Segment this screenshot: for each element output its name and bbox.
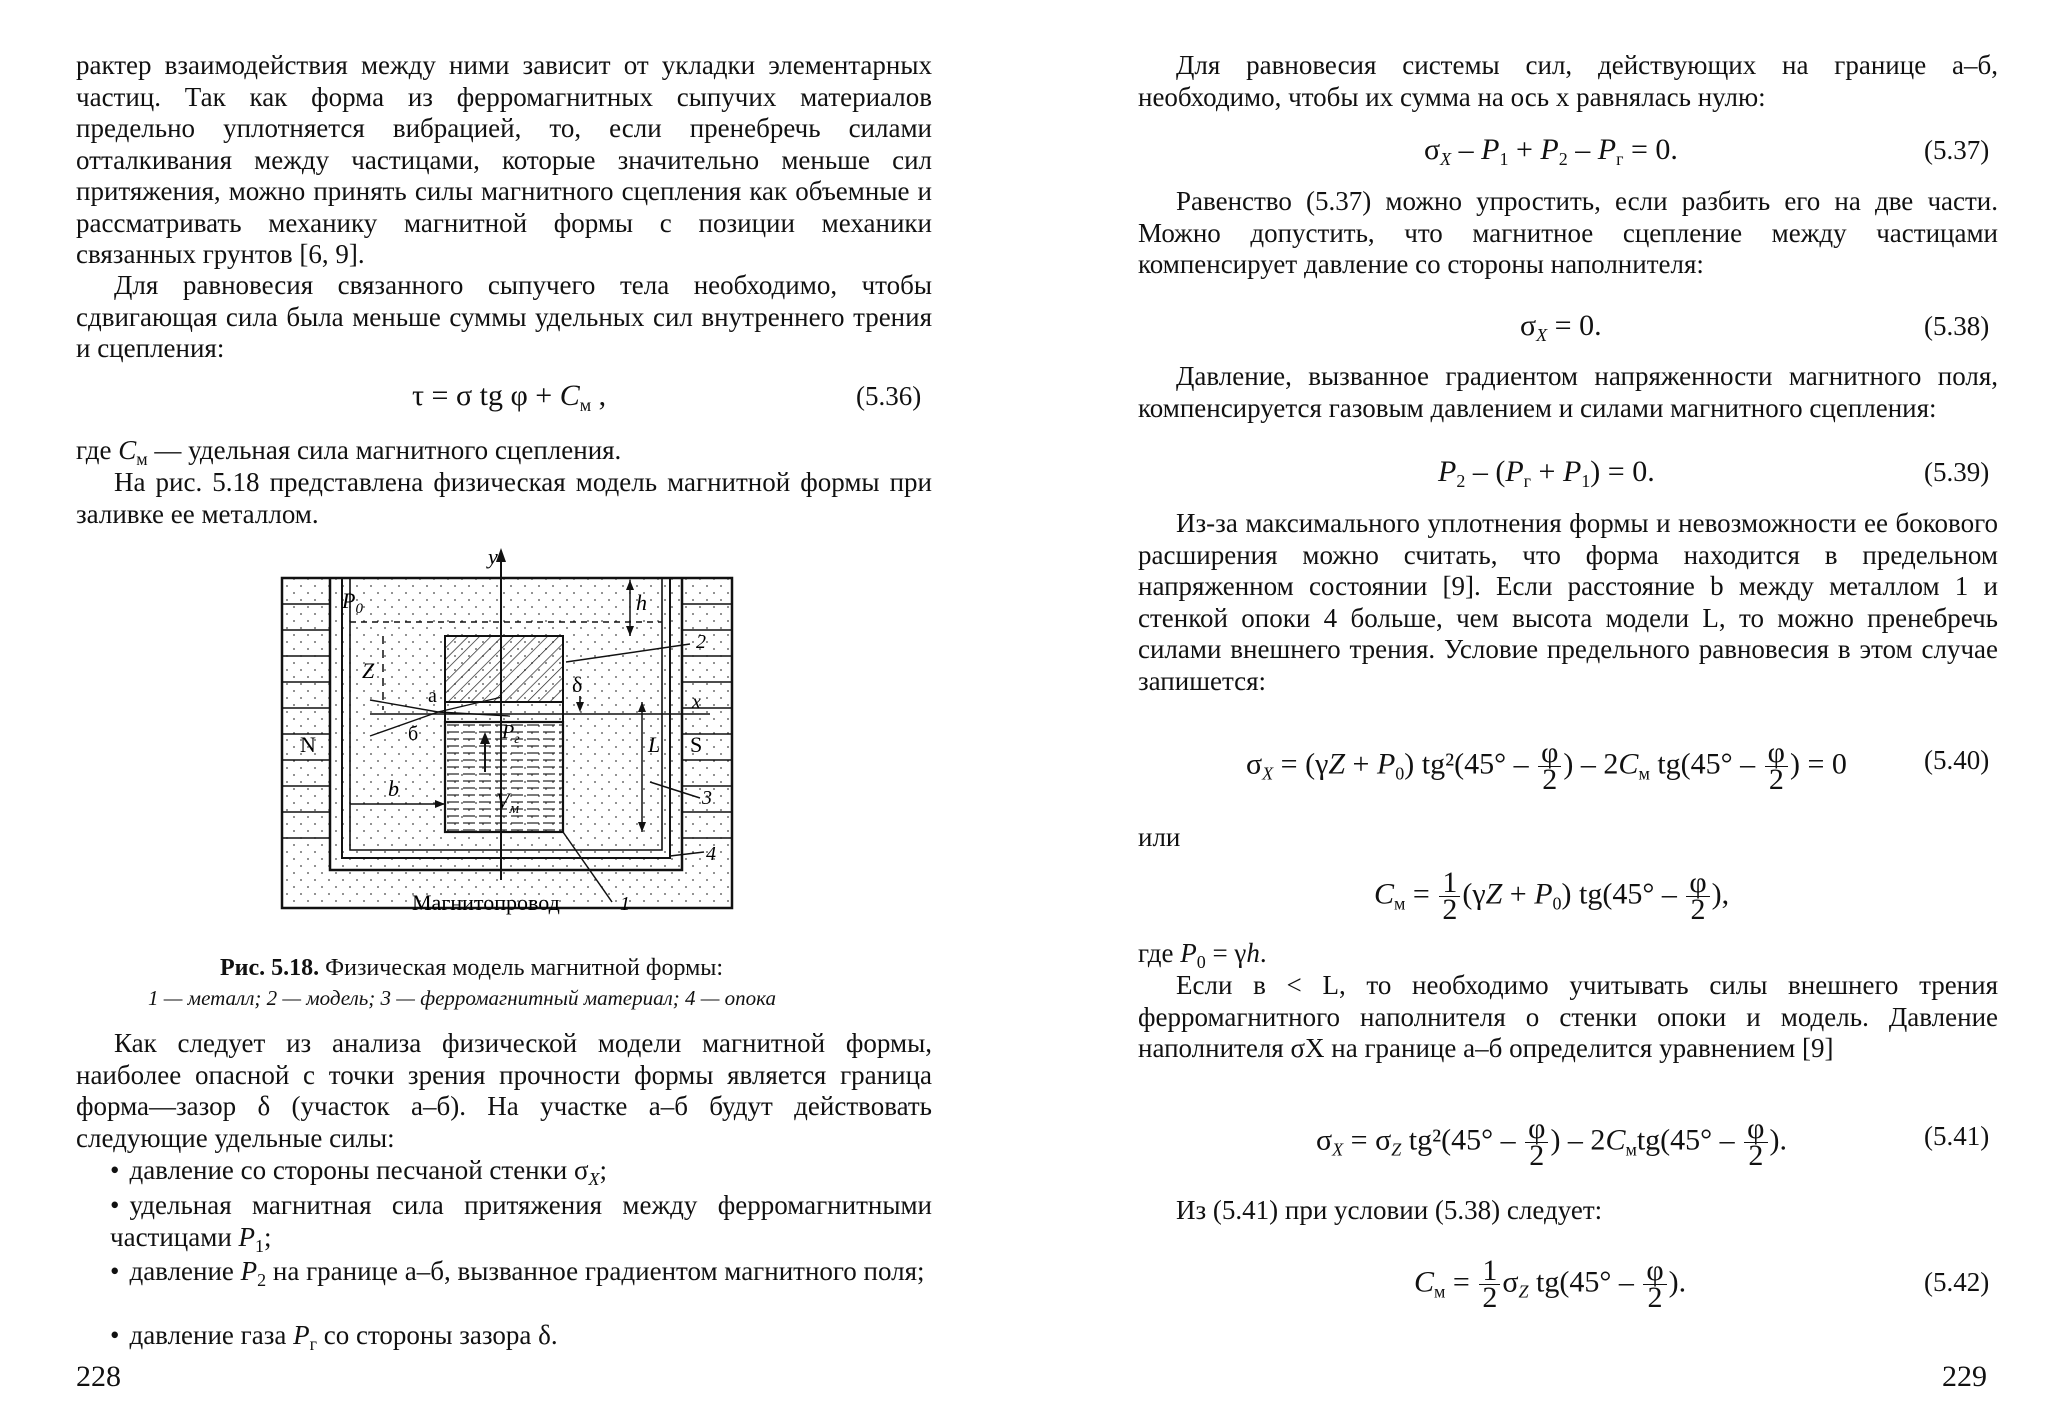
- label-h: h: [636, 590, 647, 615]
- paragraph: Из-за максимального уплотнения формы и н…: [1138, 508, 1998, 696]
- paragraph: где P0 = γh.: [1138, 938, 1267, 972]
- model: [444, 635, 564, 703]
- label-n: N: [300, 732, 316, 757]
- figure-caption-legend: 1 — металл; 2 — модель; 3 — ферромагнитн…: [148, 986, 776, 1010]
- equation-5-38: σX = 0.: [1520, 309, 1602, 345]
- equation-number: (5.38): [1924, 311, 1990, 341]
- label-b-cyr: б: [408, 723, 418, 745]
- label-4: 4: [706, 843, 716, 865]
- label-y: y: [486, 544, 498, 569]
- label-1: 1: [620, 893, 630, 915]
- label-l: L: [647, 732, 660, 757]
- label-s: S: [690, 732, 702, 757]
- paragraph: На рис. 5.18 представлена физическая мод…: [76, 467, 932, 529]
- equation-number: (5.39): [1924, 457, 1990, 487]
- label-2: 2: [696, 631, 706, 653]
- equation-number: (5.37): [1924, 135, 1990, 165]
- magnet-label: Магнитопровод: [412, 890, 560, 915]
- figure-5-18: y P0 h 2 Z а δ x б Pг N S L b Vм 3 4 Маг…: [280, 544, 734, 915]
- figure-caption-title: Рис. 5.18. Физическая модель магнитной ф…: [220, 955, 724, 981]
- equation-5-37: σX – P1 + P2 – Pг = 0.: [1424, 133, 1678, 169]
- equation-number: (5.40): [1924, 745, 1990, 775]
- paragraph: Равенство (5.37) можно упростить, если р…: [1138, 186, 1998, 279]
- page-number: 228: [76, 1360, 121, 1393]
- paragraph: Как следует из анализа физической модели…: [76, 1028, 932, 1153]
- paragraph: Для равновесия связанного сыпучего тела …: [76, 270, 932, 363]
- equation-number: (5.42): [1924, 1267, 1990, 1297]
- list-item: давление со стороны песчаной стенки σX;: [110, 1155, 932, 1196]
- paragraph: Давление, вызванное градиентом напряженн…: [1138, 361, 1998, 423]
- flask-wall: [328, 578, 684, 872]
- equation-number: (5.36): [856, 381, 922, 411]
- list-item: удельная магнитная сила притяжения между…: [110, 1190, 932, 1262]
- label-delta: δ: [572, 672, 582, 697]
- equation-number: (5.41): [1924, 1121, 1990, 1151]
- label-z: Z: [362, 658, 375, 683]
- list-item: давление P2 на границе а–б, вызванное гр…: [110, 1256, 932, 1297]
- list-item: давление газа Pг со стороны зазора δ.: [110, 1320, 932, 1361]
- equation-5-39: P2 – (Pг + P1) = 0.: [1438, 455, 1655, 491]
- paragraph: рактер взаимодействия между ними зависит…: [76, 50, 932, 269]
- or-label: или: [1138, 822, 1181, 852]
- label-b: b: [388, 776, 399, 801]
- right-page: Для равновесия системы сил, действующих …: [1024, 0, 2048, 1428]
- paragraph: Если в < L, то необходимо учитывать силы…: [1138, 970, 1998, 1063]
- left-page: рактер взаимодействия между ними зависит…: [0, 0, 1010, 1428]
- equation-5-36: τ = σ tg φ + Cм ,: [412, 379, 607, 415]
- paragraph: где Cм — удельная сила магнитного сцепле…: [76, 435, 622, 469]
- paragraph: Для равновесия системы сил, действующих …: [1138, 50, 1998, 112]
- paragraph: Из (5.41) при условии (5.38) следует:: [1176, 1195, 1603, 1225]
- page-number: 229: [1942, 1360, 1987, 1393]
- label-3: 3: [701, 787, 712, 809]
- label-x: x: [691, 691, 701, 713]
- metal: [443, 720, 565, 834]
- label-a: а: [428, 685, 437, 707]
